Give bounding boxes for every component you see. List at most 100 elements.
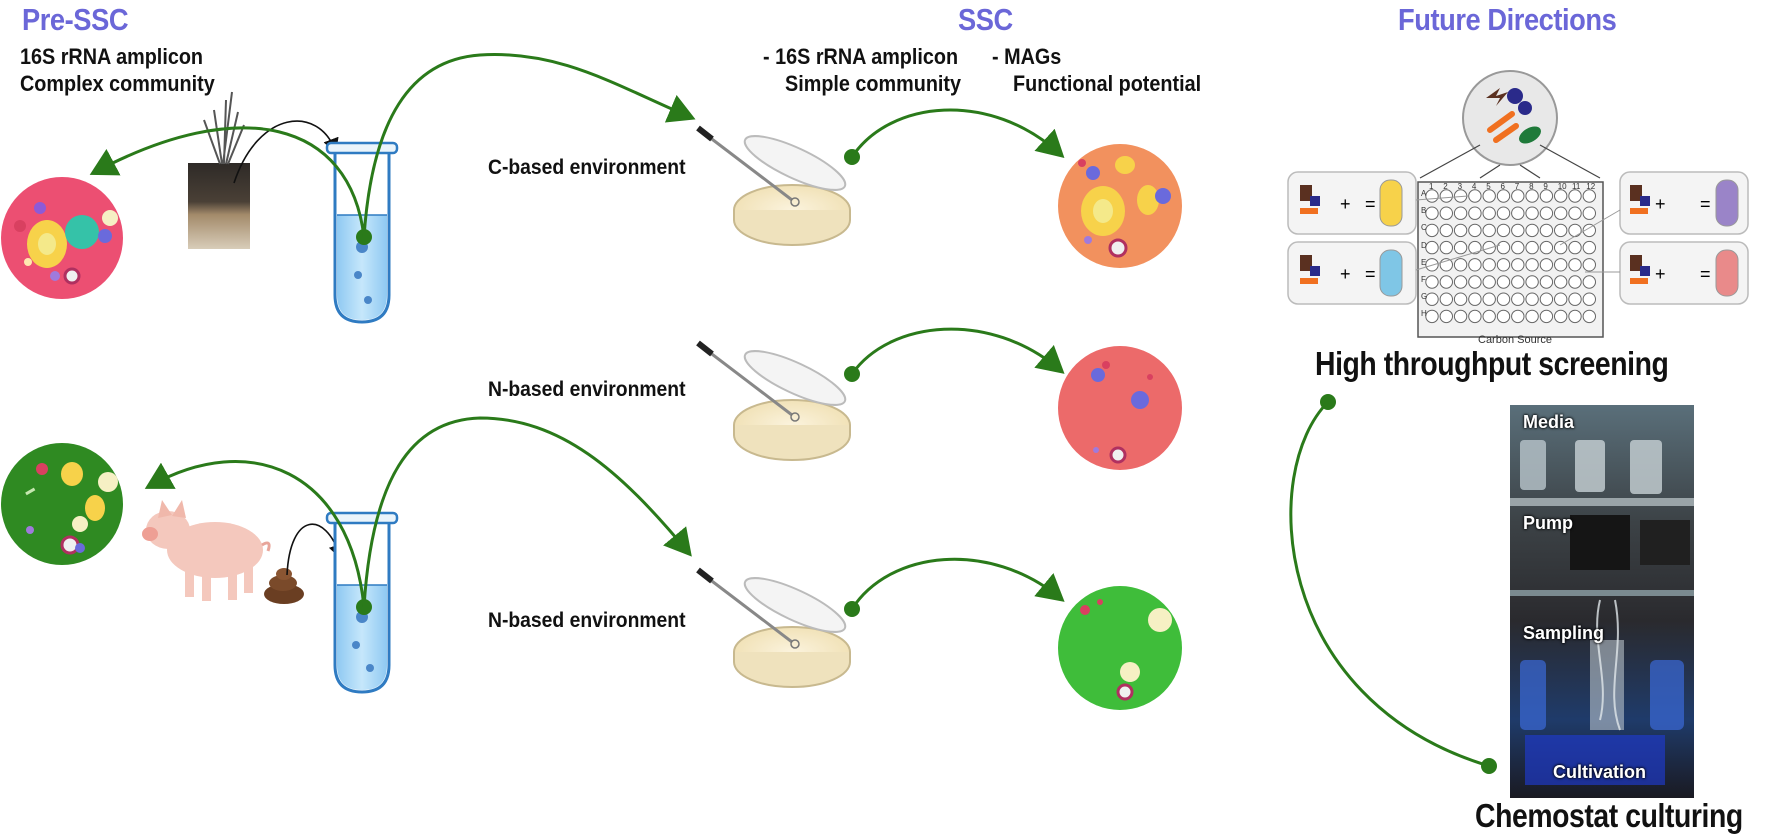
plate-well: [1582, 206, 1597, 220]
plate-well: [1539, 275, 1554, 289]
plate-well: [1439, 275, 1454, 289]
plate-well: [1439, 309, 1454, 324]
plate-well: [1425, 292, 1439, 306]
consortium-arrows: [1419, 144, 1601, 179]
plate-well: [1525, 309, 1539, 324]
plate-well: [1582, 275, 1597, 289]
plate-well: [1554, 258, 1568, 272]
environment-label-c: C-based environment: [488, 156, 686, 179]
plate-well: [1568, 206, 1582, 220]
screen-panel-left-top: + =: [1287, 171, 1417, 235]
plate-row-label: G: [1421, 292, 1428, 302]
plate-well: [1482, 292, 1496, 306]
plate-col-label: 3: [1457, 182, 1463, 191]
screening-label: High throughput screening: [1315, 345, 1669, 382]
community-circle-n-based-1: [1058, 346, 1182, 470]
community-circle-manure: [1, 443, 123, 565]
ssc-col2-line2: Functional potential: [1013, 71, 1202, 96]
community-circle-n-based-2: [1058, 586, 1182, 710]
mini-panel-icons: [1300, 185, 1650, 284]
plate-row-label: A: [1421, 189, 1427, 198]
photo-label-sampling: Sampling: [1523, 623, 1605, 643]
plate-well: [1496, 206, 1511, 220]
plate-well: [1425, 206, 1439, 220]
svg-text:=: =: [1365, 264, 1376, 284]
plate-well: [1582, 309, 1597, 324]
plate-well: [1568, 189, 1582, 203]
plate-col-label: 2: [1443, 182, 1448, 191]
plate-well: [1554, 309, 1568, 324]
pre-ssc-header: Pre-SSC: [22, 2, 129, 37]
environment-label-n2: N-based environment: [488, 609, 686, 632]
plate-well: [1439, 292, 1454, 306]
plate-well: [1468, 189, 1482, 203]
ssc-col2-line1: - MAGs: [992, 44, 1062, 69]
svg-text:=: =: [1365, 194, 1376, 214]
plate-well: [1582, 223, 1597, 238]
plate-well: [1511, 275, 1525, 289]
pre-ssc-line2: Complex community: [20, 71, 215, 96]
petri-dish-1: [696, 125, 851, 246]
plate-well: [1554, 292, 1568, 306]
plate-well: [1482, 223, 1496, 238]
plate-well: [1453, 223, 1468, 238]
plate-well: [1453, 206, 1468, 220]
petri-dish-2: [696, 340, 851, 461]
plate-row-label: D: [1421, 240, 1427, 250]
plate-col-label: 8: [1529, 182, 1534, 191]
plate-well: [1525, 275, 1539, 289]
plate-well: [1482, 189, 1496, 203]
plate-well: [1511, 223, 1525, 238]
plate-well: [1425, 223, 1439, 238]
plate-well: [1439, 206, 1454, 220]
chemostat-label: Chemostat culturing: [1475, 797, 1743, 834]
svg-text:=: =: [1700, 264, 1711, 284]
plate-well: [1496, 240, 1511, 255]
plate-well: [1453, 292, 1468, 306]
svg-text:=: =: [1700, 194, 1711, 214]
plate-well: [1439, 189, 1454, 203]
plate-well: [1511, 309, 1525, 324]
plate-well: [1525, 240, 1539, 255]
petri-dish-3: [696, 567, 851, 688]
plate-well: [1511, 292, 1525, 306]
plate-well: [1468, 309, 1482, 324]
plate-well: [1468, 258, 1482, 272]
soil-sample: [188, 91, 250, 249]
plate-row-label: F: [1421, 275, 1426, 284]
plate-well: [1453, 275, 1468, 289]
photo-label-cultivation: Cultivation: [1553, 762, 1646, 782]
photo-label-pump: Pump: [1523, 513, 1574, 533]
plate-row-label: B: [1421, 206, 1427, 216]
plate-well: [1439, 240, 1454, 255]
community-circle-soil: [1, 177, 123, 299]
plate-well: [1496, 275, 1511, 289]
plate-well: [1539, 309, 1554, 324]
plate-well: [1568, 223, 1582, 238]
svg-text:+: +: [1340, 194, 1351, 214]
plate-well: [1582, 189, 1597, 203]
plate-well: [1482, 309, 1496, 324]
plate-well: [1453, 240, 1468, 255]
plate-well: [1511, 206, 1525, 220]
plate-well: [1554, 206, 1568, 220]
plate-well: [1511, 189, 1525, 203]
plate-well: [1511, 240, 1525, 255]
plate-well: [1539, 206, 1554, 220]
plate-well: [1568, 240, 1582, 255]
svg-text:+: +: [1340, 264, 1351, 284]
plate-well: [1439, 223, 1454, 238]
screen-panel-left-bottom: + =: [1287, 241, 1417, 305]
consortium-circle: [1462, 70, 1558, 166]
plate-well: [1496, 292, 1511, 306]
plate-well: [1582, 240, 1597, 255]
svg-text:+: +: [1655, 194, 1666, 214]
plate-col-label: 4: [1471, 182, 1477, 191]
plate-well: [1582, 292, 1597, 306]
plate-well: [1425, 275, 1439, 289]
plate-col-label: 5: [1486, 182, 1491, 191]
community-circle-c-based: [1058, 144, 1182, 268]
ssc-header: SSC: [958, 2, 1013, 37]
plate-well: [1425, 189, 1439, 203]
